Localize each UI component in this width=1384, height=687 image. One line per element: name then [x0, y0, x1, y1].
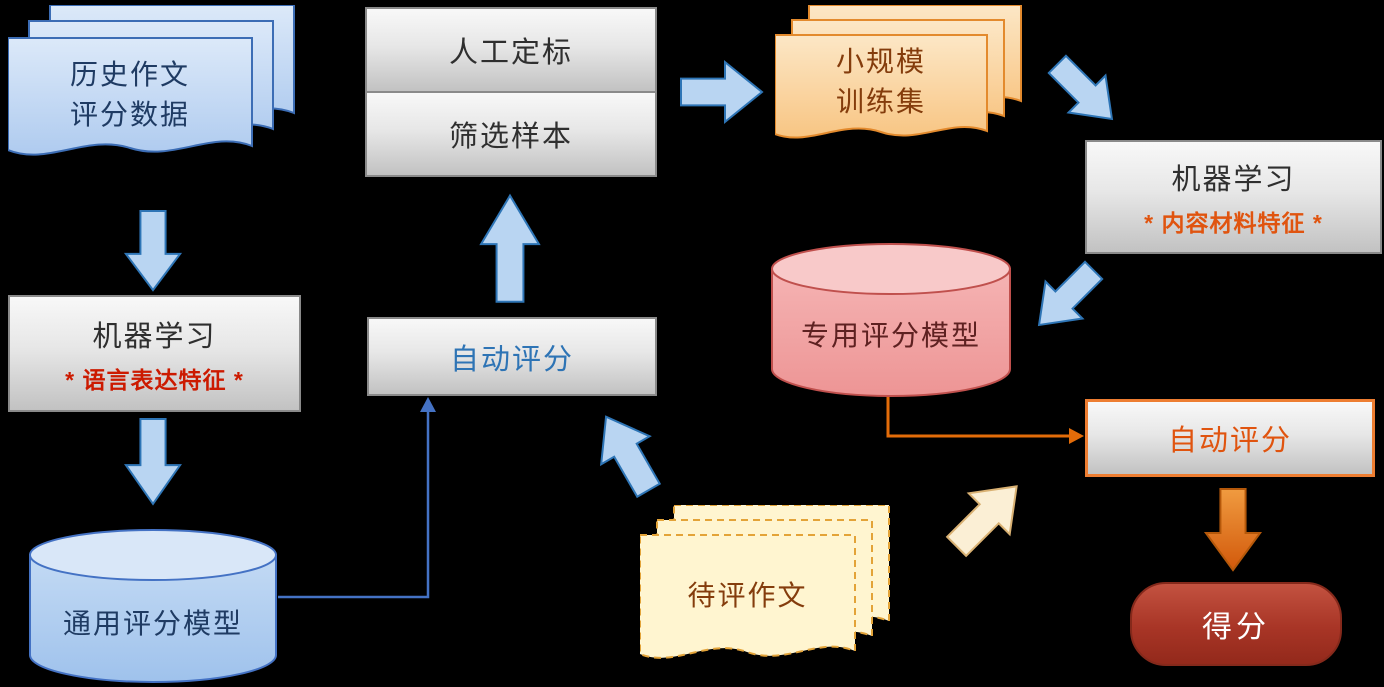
- auto-scoring-dedicated-label: 自动评分: [1167, 425, 1292, 457]
- manual-calibration-label: 人工定标: [448, 37, 573, 69]
- sample-filtering-box: 筛选样本: [365, 91, 657, 177]
- history-data-docs: 历史作文 评分数据: [7, 4, 298, 168]
- arrow-calibration-to-training-set: [680, 60, 764, 124]
- database-cylinder-icon: [29, 529, 277, 684]
- manual-calibration-box: 人工定标: [365, 7, 657, 93]
- small-training-set-line2: 训练集: [835, 86, 926, 117]
- arrow-ml-content-to-dedicated-model: [1018, 250, 1114, 346]
- small-training-set-docs: 小规模 训练集: [774, 4, 1037, 153]
- dedicated-model-label: 专用评分模型: [800, 320, 981, 351]
- dedicated-model-cylinder: 专用评分模型: [770, 242, 1012, 398]
- stacked-documents-icon: [774, 4, 1022, 139]
- stacked-documents-icon: [639, 504, 890, 659]
- arrow-ml-language-to-general-model: [124, 418, 182, 506]
- arrow-auto-scoring-to-sample-filtering: [479, 193, 541, 303]
- ml-content-title: 机器学习: [1171, 164, 1296, 196]
- arrow-auto-scoring-to-score: [1204, 488, 1262, 572]
- ml-language-box: 机器学习 * 语言表达特征 *: [8, 295, 301, 412]
- ml-language-subtitle: * 语言表达特征 *: [65, 366, 244, 393]
- arrow-history-to-ml-language: [124, 210, 182, 292]
- history-data-line2: 评分数据: [69, 98, 190, 130]
- pending-essays-label: 待评作文: [687, 579, 808, 611]
- general-model-cylinder: 通用评分模型: [28, 528, 278, 684]
- auto-scoring-general-label: 自动评分: [449, 343, 574, 376]
- arrow-training-set-to-ml-content: [1037, 44, 1133, 140]
- score-box: 得分: [1130, 582, 1342, 666]
- small-training-set-label: 小规模 训练集: [775, 38, 987, 126]
- general-model-label: 通用评分模型: [62, 608, 243, 639]
- arrow-pending-essays-to-auto-scoring-general: [579, 400, 675, 506]
- history-data-label: 历史作文 评分数据: [8, 43, 252, 146]
- ml-content-subtitle: * 内容材料特征 *: [1144, 210, 1323, 236]
- arrow-pending-essays-to-auto-scoring-dedicated: [934, 463, 1040, 569]
- auto-scoring-general-box: 自动评分: [367, 317, 657, 396]
- history-data-line1: 历史作文: [69, 58, 190, 90]
- pending-essays-docs: 待评作文: [639, 504, 905, 672]
- ml-language-title: 机器学习: [92, 320, 217, 353]
- connector-dedicated-model-to-auto-scoring: [886, 394, 1084, 444]
- score-label: 得分: [1202, 611, 1270, 644]
- small-training-set-line1: 小规模: [835, 46, 926, 77]
- stacked-documents-icon: [7, 4, 295, 156]
- connector-general-model-to-auto-scoring: [278, 397, 436, 599]
- sample-filtering-label: 筛选样本: [448, 121, 573, 153]
- ml-content-box: 机器学习 * 内容材料特征 *: [1085, 140, 1382, 254]
- database-cylinder-icon: [771, 243, 1011, 398]
- auto-scoring-dedicated-box: 自动评分: [1085, 399, 1375, 477]
